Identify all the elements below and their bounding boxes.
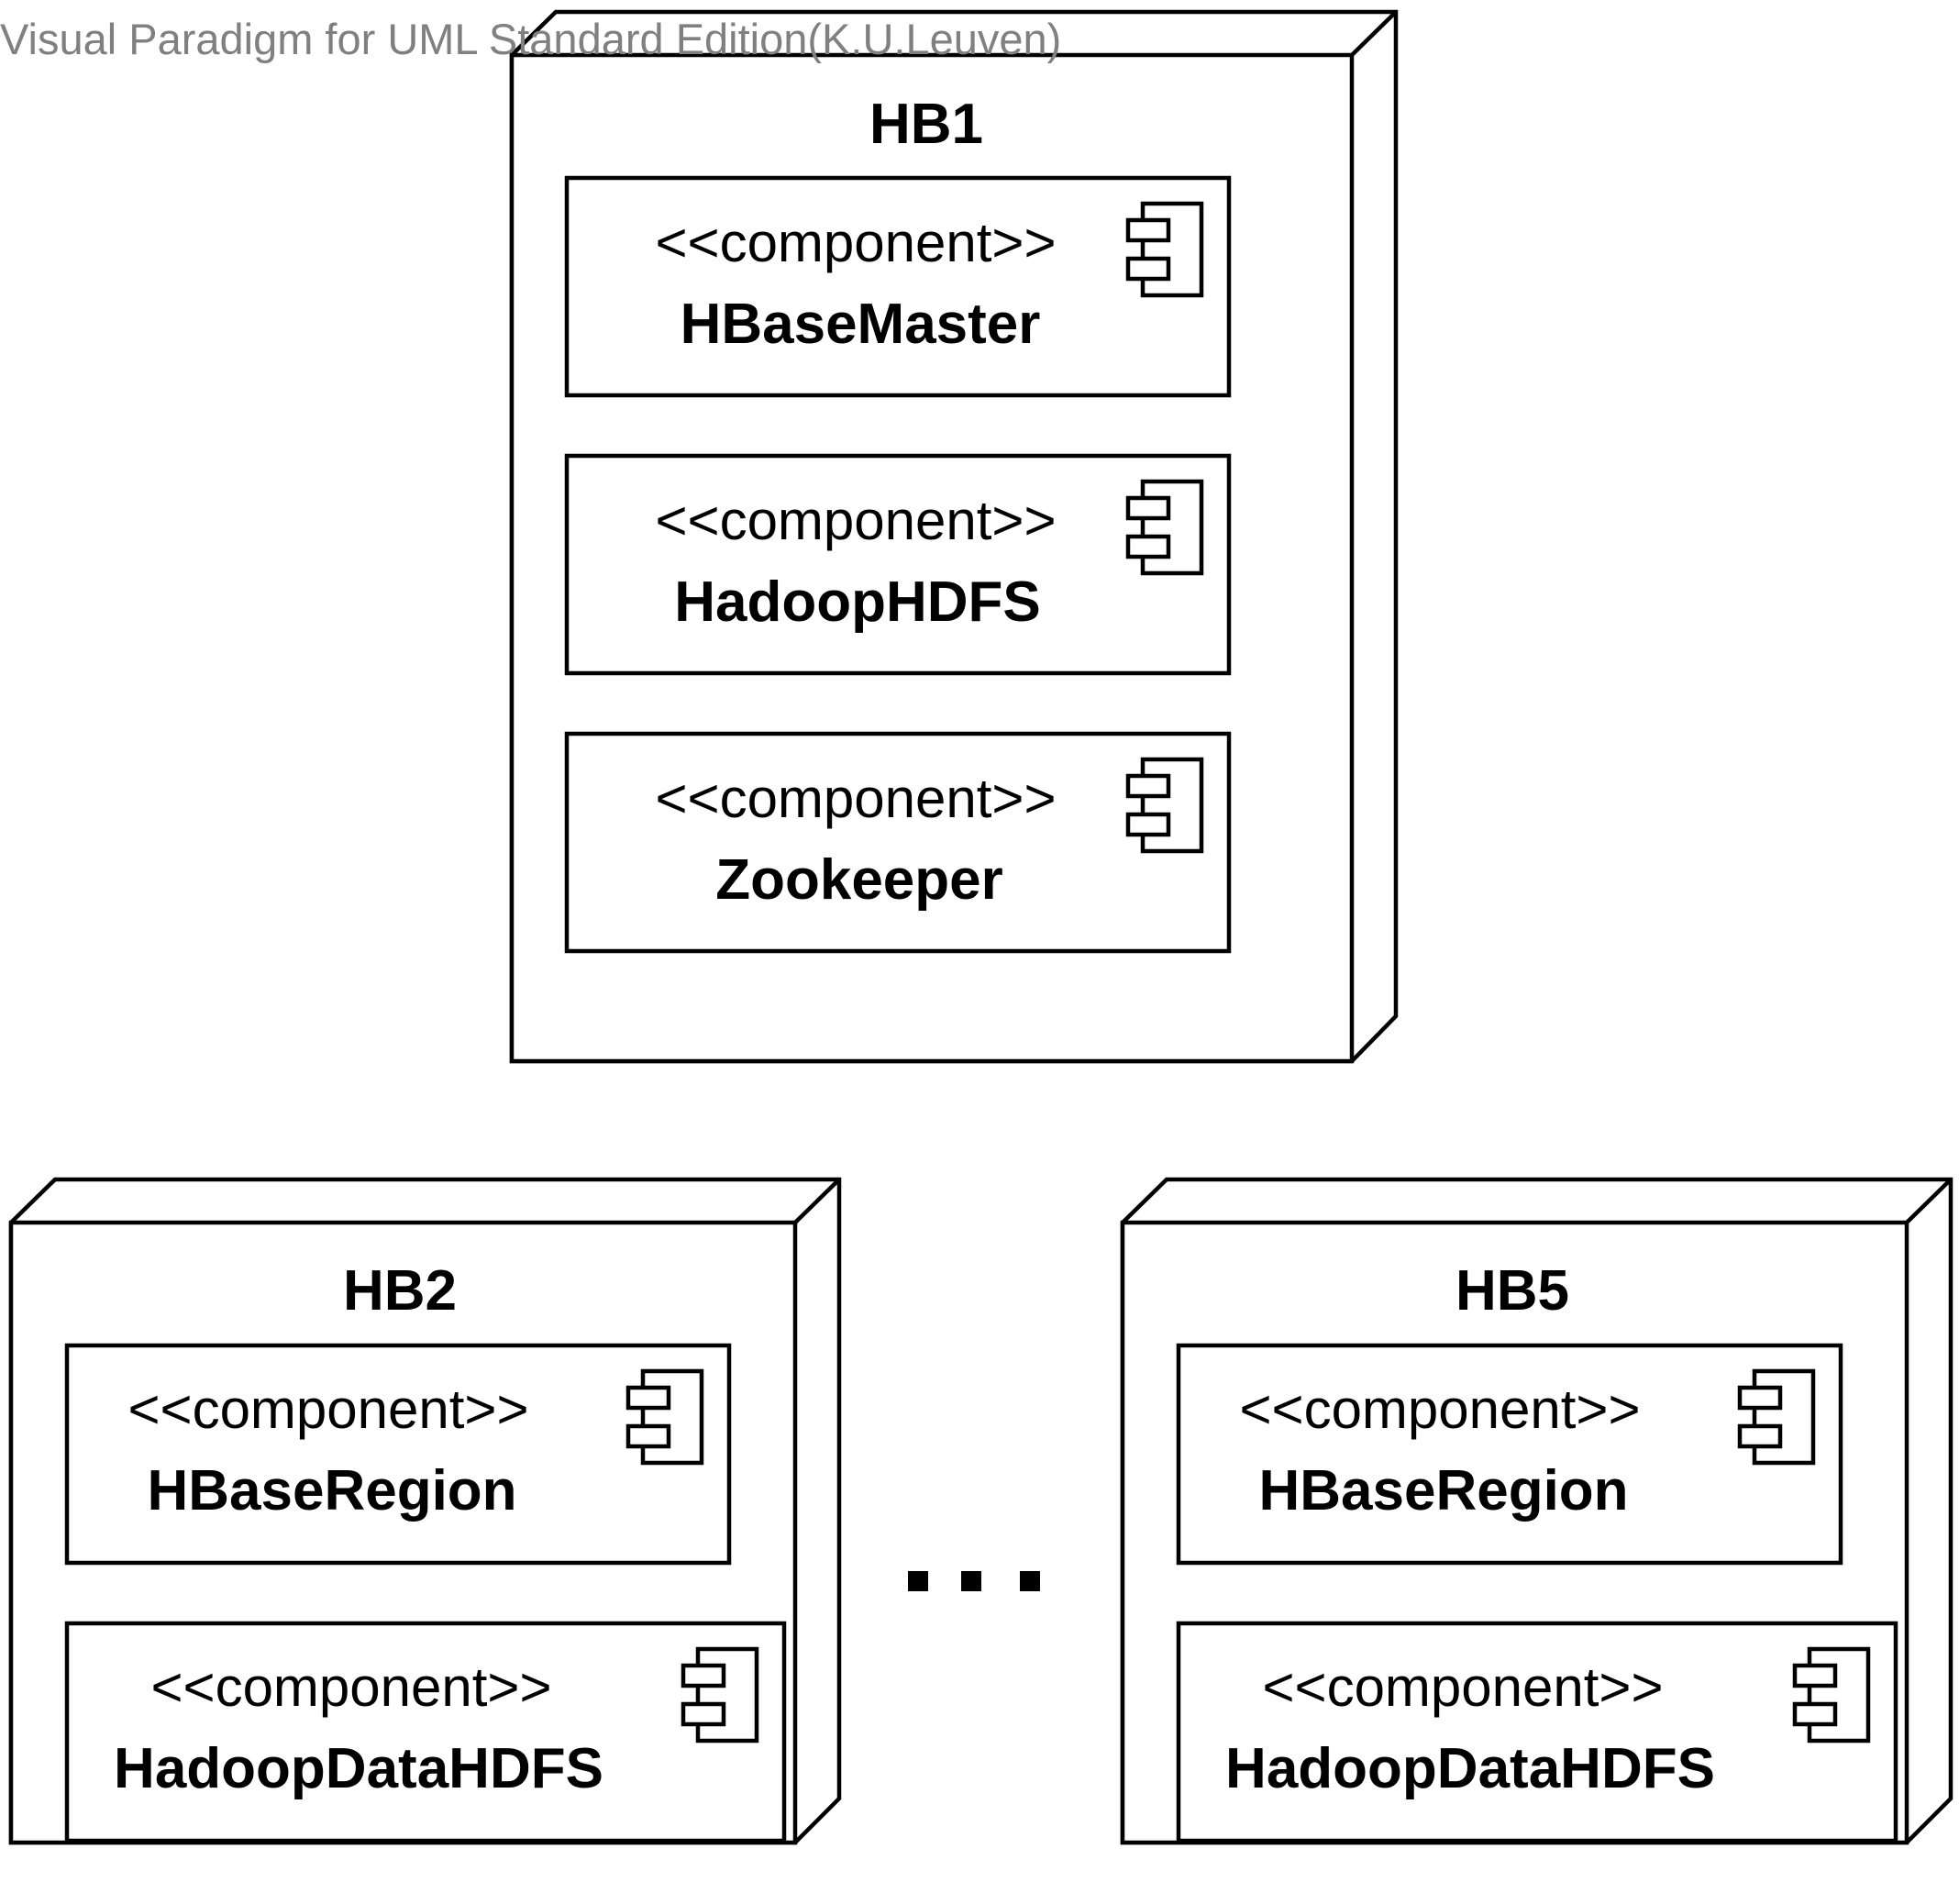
node-hb1-title: HB1 xyxy=(869,93,983,156)
component-zookeeper[interactable]: <<component>> Zookeeper xyxy=(564,731,1232,954)
component-icon xyxy=(1792,1646,1871,1743)
component-name: HadoopHDFS xyxy=(674,570,1041,634)
component-hadoopdatahdfs[interactable]: <<component>> HadoopDataHDFS xyxy=(64,1621,787,1843)
component-stereotype: <<component>> xyxy=(655,768,1056,829)
node-hb2[interactable]: HB2 <<component>> HBaseRegion <<componen… xyxy=(8,1177,842,1845)
component-icon xyxy=(681,1646,759,1743)
component-name: HBaseMaster xyxy=(681,293,1041,356)
component-name: HBaseRegion xyxy=(147,1459,516,1522)
component-icon xyxy=(1125,757,1204,854)
ellipsis xyxy=(908,1571,1040,1591)
component-name: HadoopDataHDFS xyxy=(114,1737,603,1800)
node-hb5-title: HB5 xyxy=(1455,1259,1569,1323)
component-stereotype: <<component>> xyxy=(655,212,1056,273)
node-hb1[interactable]: HB1 <<component>> HBaseMaster <<componen… xyxy=(509,9,1399,1064)
component-name: HadoopDataHDFS xyxy=(1225,1737,1715,1800)
component-stereotype: <<component>> xyxy=(127,1378,528,1440)
component-stereotype: <<component>> xyxy=(655,490,1056,551)
component-icon xyxy=(1125,479,1204,576)
component-stereotype: <<component>> xyxy=(1262,1656,1663,1718)
component-name: HBaseRegion xyxy=(1258,1459,1628,1522)
node-hb5[interactable]: HB5 <<component>> HBaseRegion <<componen… xyxy=(1120,1177,1953,1845)
component-stereotype: <<component>> xyxy=(1239,1378,1640,1440)
component-name: Zookeeper xyxy=(715,848,1003,912)
component-icon xyxy=(1737,1368,1816,1466)
component-hbaseregion[interactable]: <<component>> HBaseRegion xyxy=(64,1343,732,1566)
watermark: Visual Paradigm for UML Standard Edition… xyxy=(0,15,1061,63)
component-hadoophdfs[interactable]: <<component>> HadoopHDFS xyxy=(564,453,1232,676)
component-hbaseregion[interactable]: <<component>> HBaseRegion xyxy=(1176,1343,1843,1566)
component-stereotype: <<component>> xyxy=(150,1656,551,1718)
component-hbasemaster[interactable]: <<component>> HBaseMaster xyxy=(564,175,1232,398)
component-icon xyxy=(625,1368,704,1466)
component-hadoopdatahdfs[interactable]: <<component>> HadoopDataHDFS xyxy=(1176,1621,1898,1843)
node-hb2-title: HB2 xyxy=(343,1259,457,1323)
component-icon xyxy=(1125,201,1204,298)
